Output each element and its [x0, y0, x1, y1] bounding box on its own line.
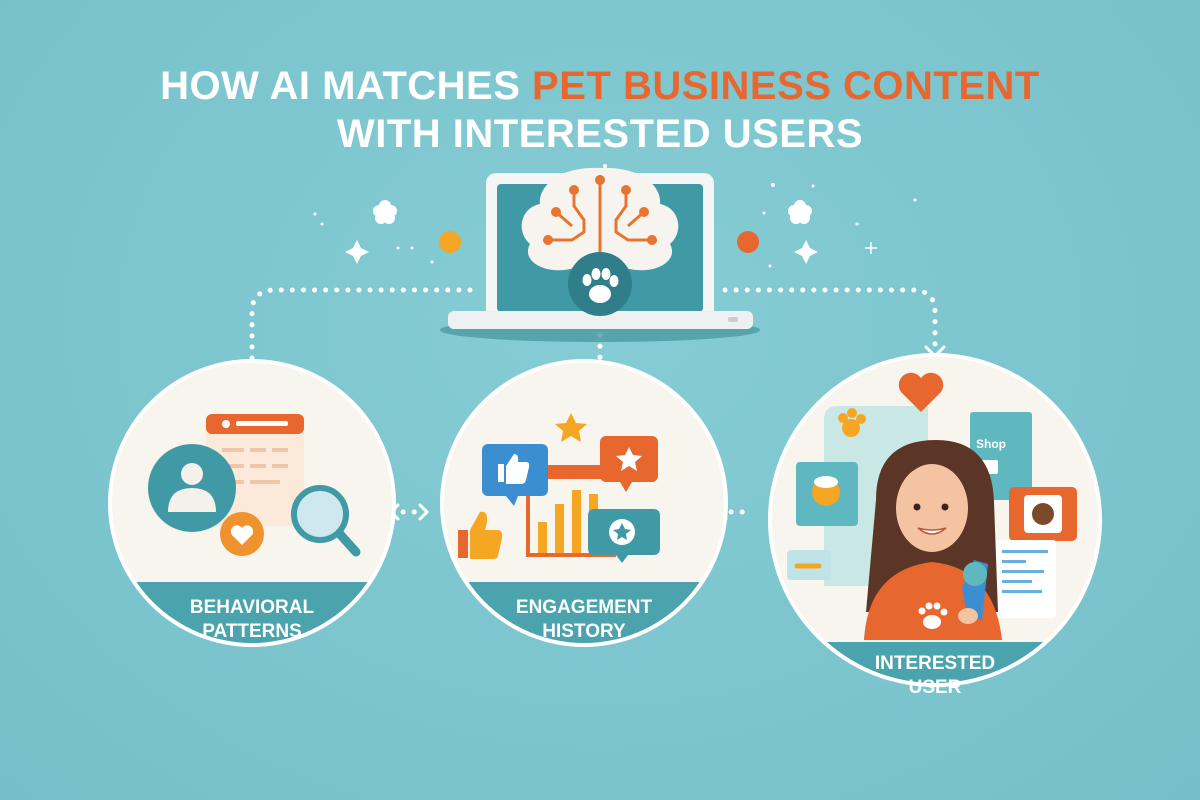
label-interested-user: INTERESTED USER	[874, 653, 996, 698]
connector-lines	[249, 287, 938, 515]
node-interested-user: Shop	[768, 353, 1102, 687]
label-engagement-history: ENGAGEMENT HISTORY	[515, 597, 653, 642]
star-icon	[555, 413, 587, 442]
brain-circuit-icon	[521, 167, 679, 271]
flower-sparkle-icon	[788, 200, 812, 224]
shop-card-text: Shop	[976, 437, 1006, 451]
diamond-sparkle-icon	[345, 240, 369, 264]
page-title: HOW AI MATCHES PET BUSINESS CONTENT WITH…	[0, 62, 1200, 158]
heart-icon	[898, 372, 944, 412]
label-behavioral-patterns: BEHAVIORAL PATTERNS	[189, 597, 315, 642]
coin-decoration	[737, 231, 759, 253]
flower-sparkle-icon	[373, 200, 397, 224]
content-card-icon	[994, 540, 1056, 618]
sparkles-decoration	[313, 164, 917, 268]
thumbs-up-icon	[458, 511, 503, 559]
ai-hub-laptop	[440, 167, 760, 342]
title-accent: PET BUSINESS CONTENT	[532, 64, 1040, 108]
node-behavioral-patterns	[108, 359, 396, 647]
paw-icon	[838, 408, 866, 437]
diamond-sparkle-icon	[794, 240, 818, 264]
woman-avatar	[864, 440, 1002, 640]
coin-decoration	[439, 231, 461, 253]
paw-icon	[918, 602, 948, 629]
node-engagement-history	[440, 359, 728, 647]
paw-icon	[582, 268, 619, 303]
title-line2: WITH INTERESTED USERS	[336, 112, 864, 156]
magnifier-icon	[291, 485, 361, 557]
title-prefix: HOW AI MATCHES	[160, 64, 533, 108]
